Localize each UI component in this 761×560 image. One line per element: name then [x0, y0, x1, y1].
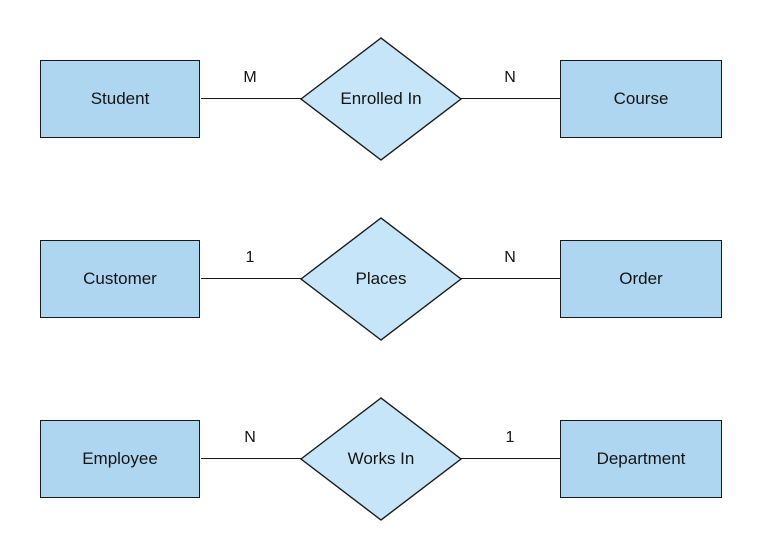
cardinality-label[interactable]: M: [243, 69, 257, 86]
entity-employee[interactable]: Employee: [40, 420, 200, 498]
connector-line[interactable]: [201, 278, 302, 279]
entity-label: Employee: [82, 449, 158, 468]
er-row-customer-order: Customer 1 Places N Order: [0, 215, 761, 343]
relationship-places[interactable]: Places: [299, 216, 463, 342]
cardinality-label[interactable]: N: [504, 69, 516, 86]
diamond-shape: [299, 217, 463, 341]
connector-line[interactable]: [461, 458, 560, 459]
er-row-employee-department: Employee N Works In 1 Department: [0, 395, 761, 523]
entity-department[interactable]: Department: [560, 420, 722, 498]
entity-order[interactable]: Order: [560, 240, 722, 318]
connector-line[interactable]: [201, 458, 302, 459]
diamond-shape: [299, 37, 463, 161]
entity-label: Customer: [83, 269, 157, 288]
cardinality-label[interactable]: 1: [505, 429, 515, 446]
er-row-student-course: Student M Enrolled In N Course: [0, 35, 761, 163]
entity-label: Student: [90, 89, 150, 108]
cardinality-label[interactable]: N: [504, 249, 516, 266]
connector-line[interactable]: [461, 278, 560, 279]
entity-label: Course: [613, 89, 669, 108]
connector-line[interactable]: [461, 98, 560, 99]
entity-course[interactable]: Course: [560, 60, 722, 138]
diamond-shape: [299, 397, 463, 521]
entity-customer[interactable]: Customer: [40, 240, 200, 318]
entity-student[interactable]: Student: [40, 60, 200, 138]
connector-line[interactable]: [201, 98, 302, 99]
entity-label: Department: [596, 449, 686, 468]
entity-label: Order: [619, 269, 663, 288]
cardinality-label[interactable]: 1: [245, 249, 255, 266]
cardinality-label[interactable]: N: [244, 429, 256, 446]
relationship-works-in[interactable]: Works In: [299, 396, 463, 522]
relationship-enrolled-in[interactable]: Enrolled In: [299, 36, 463, 162]
